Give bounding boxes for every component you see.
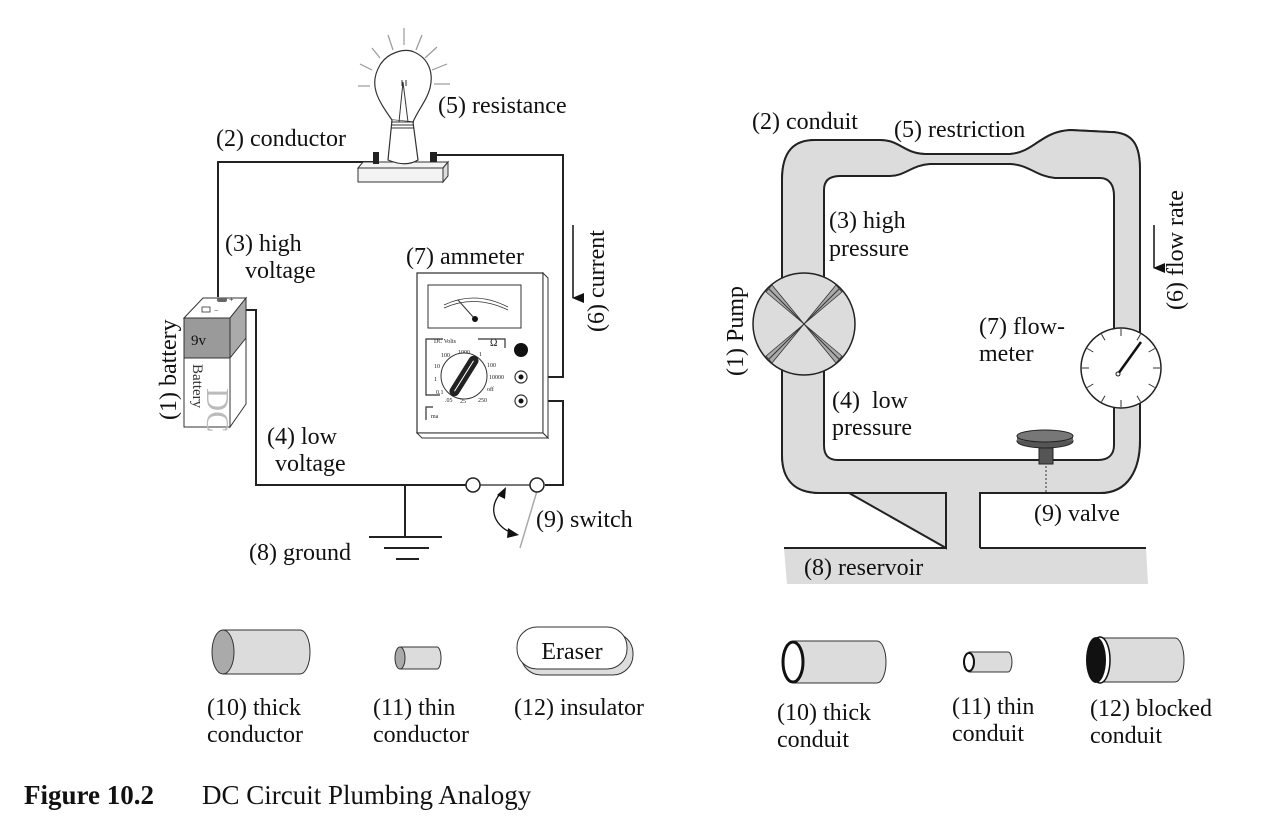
thick-conductor-icon	[211, 629, 311, 675]
dial-value: 100	[487, 363, 496, 369]
switch-arrow-icon	[497, 487, 506, 499]
valve-icon	[1016, 429, 1074, 492]
label-resistance: (5) resistance	[438, 93, 567, 119]
label-reservoir: (8) reservoir	[804, 555, 923, 581]
label-flow-rate: (6) flow rate	[1163, 190, 1189, 310]
wire-high-voltage	[217, 161, 375, 297]
label-high-pressure-line2: pressure	[829, 236, 909, 262]
dial-value: 10000	[489, 375, 504, 381]
pump-icon	[752, 272, 856, 376]
blocked-conduit-label-line1: (12) blocked	[1090, 696, 1212, 722]
dial-value: 250	[478, 398, 487, 404]
thick-conductor-label-line2: conductor	[207, 722, 303, 748]
switch-icon	[465, 477, 545, 549]
dial-value: 1	[479, 352, 482, 358]
dc-circuit-diagram: + − 9v Battery DC DC Volts Ω ma 100	[156, 28, 633, 566]
label-flowmeter-line1: (7) flow-	[979, 314, 1065, 340]
flowmeter-gauge-icon	[1080, 327, 1162, 409]
dial-value: 10	[434, 364, 440, 370]
thin-conductor-icon	[394, 646, 442, 670]
thick-conduit-label-line2: conduit	[777, 727, 849, 753]
dial-value: 1	[434, 377, 437, 383]
dial-value: off	[487, 386, 494, 393]
gauge-tick	[1136, 333, 1141, 341]
gauge-tick	[1148, 348, 1156, 353]
label-flowmeter-line2: meter	[979, 341, 1034, 367]
battery-logo: DC	[200, 388, 236, 432]
label-ammeter: (7) ammeter	[406, 244, 524, 270]
label-pump: (1) Pump	[723, 286, 749, 376]
light-rays-icon	[358, 28, 450, 87]
light-bulb-icon	[356, 28, 450, 184]
gauge-tick	[1101, 333, 1106, 341]
battery-brand-label: Battery	[189, 364, 205, 409]
battery-icon: + − 9v Battery DC	[182, 295, 248, 432]
label-restriction: (5) restriction	[894, 117, 1025, 143]
ammeter-ohm-label: Ω	[490, 338, 497, 349]
dial-value: 100	[441, 353, 450, 359]
thin-conductor-label-line2: conductor	[373, 722, 469, 748]
dial-value: 0.1	[436, 390, 444, 396]
label-battery: (1) battery	[156, 319, 182, 420]
figure-title: DC Circuit Plumbing Analogy	[202, 780, 532, 810]
thin-conduit-icon	[963, 651, 1013, 673]
label-high-voltage-line2: voltage	[245, 258, 316, 284]
battery-minus-sign: −	[214, 306, 219, 315]
conduit-items: (10) thick conduit (11) thin conduit (12…	[777, 636, 1212, 753]
label-switch: (9) switch	[536, 507, 633, 533]
plumbing-diagram: (2) conduit (5) restriction (3) high pre…	[723, 109, 1189, 584]
ground-symbol-icon	[369, 485, 442, 560]
label-low-voltage-line1: (4) low	[267, 424, 338, 450]
label-ground: (8) ground	[249, 540, 351, 566]
thin-conduit-label-line1: (11) thin	[952, 694, 1034, 720]
gauge-tick	[1101, 395, 1106, 403]
dial-value: .05	[445, 398, 453, 404]
insulator-label: (12) insulator	[514, 695, 644, 721]
battery-voltage-label: 9v	[191, 333, 207, 349]
gauge-tick	[1148, 383, 1156, 388]
label-valve: (9) valve	[1034, 501, 1120, 527]
gauge-tick	[1086, 348, 1094, 353]
eraser-insulator-icon: Eraser	[516, 626, 634, 676]
reservoir-shape	[784, 548, 1148, 584]
label-conductor: (2) conductor	[216, 126, 346, 152]
eraser-text: Eraser	[541, 639, 602, 665]
label-conduit: (2) conduit	[752, 109, 858, 135]
thick-conduit-label-line1: (10) thick	[777, 700, 871, 726]
ammeter-ma-label: ma	[431, 414, 439, 420]
label-high-voltage-line1: (3) high	[225, 231, 302, 257]
thin-conduit-label-line2: conduit	[952, 721, 1024, 747]
label-low-pressure-line2: pressure	[832, 415, 912, 441]
ammeter-button	[514, 343, 528, 357]
gauge-tick	[1086, 383, 1094, 388]
blocked-conduit-label-line2: conduit	[1090, 723, 1162, 749]
dial-value: 25	[460, 399, 466, 405]
blocked-conduit-icon	[1086, 636, 1185, 684]
label-current: (6) current	[584, 230, 610, 332]
ammeter-dc-volts-label: DC Volts	[434, 339, 457, 345]
ammeter-icon: DC Volts Ω ma 100 1000 1 10 100 1 10000 …	[415, 271, 550, 440]
battery-plus-sign: +	[229, 295, 234, 304]
thin-conductor-label-line1: (11) thin	[373, 695, 455, 721]
figure-caption: Figure 10.2 DC Circuit Plumbing Analogy	[24, 780, 532, 810]
figure-number: Figure 10.2	[24, 780, 154, 810]
thick-conduit-icon	[781, 640, 887, 684]
thick-conductor-label-line1: (10) thick	[207, 695, 301, 721]
gauge-tick	[1136, 395, 1141, 403]
label-high-pressure-line1: (3) high	[829, 208, 906, 234]
label-low-voltage-line2: voltage	[275, 451, 346, 477]
conductor-items: (10) thick conductor (11) thin conductor…	[207, 626, 644, 748]
label-low-pressure-line1: (4) low	[832, 388, 909, 414]
